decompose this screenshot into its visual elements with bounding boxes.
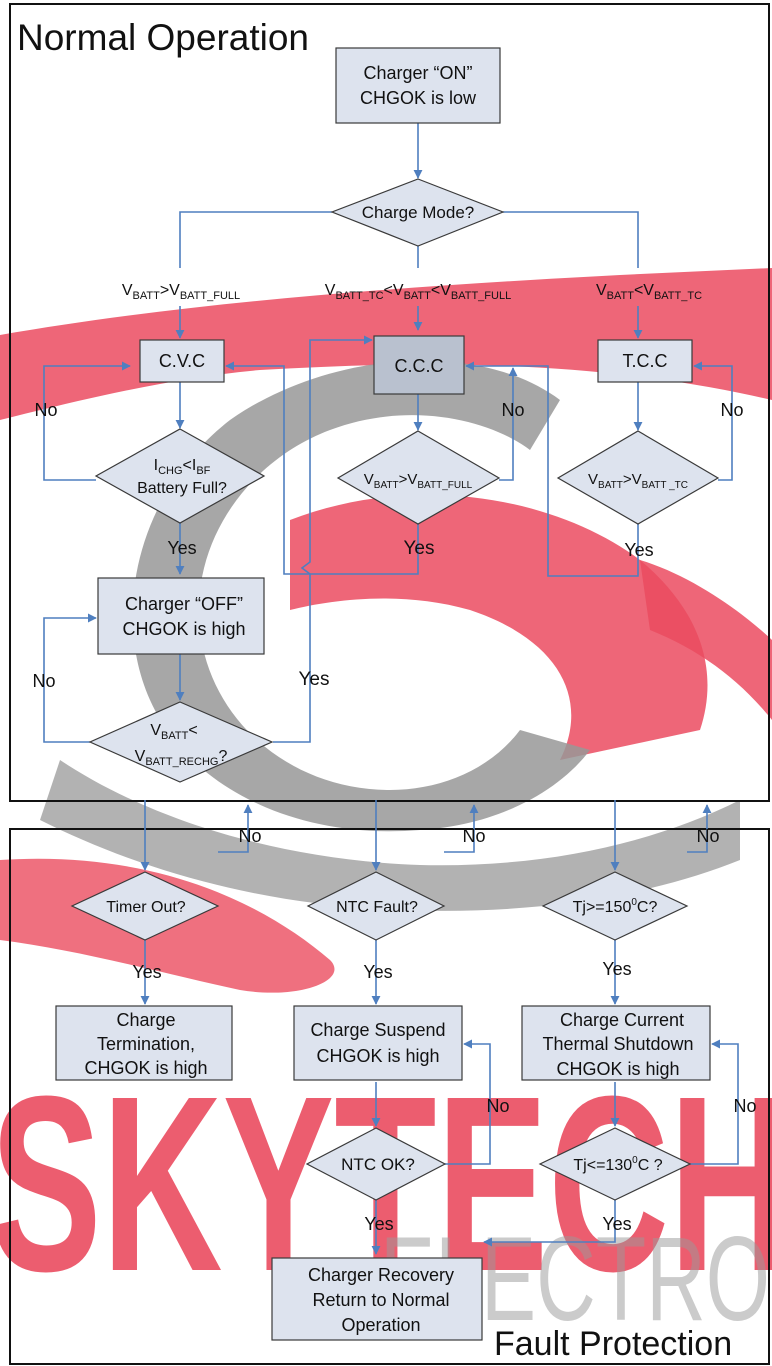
label-no-cvc: No: [34, 400, 57, 420]
label-yes-ntc-ok: Yes: [364, 1214, 393, 1234]
charger-recovery-line1: Charger Recovery: [308, 1265, 454, 1285]
node-charger-on: Charger “ON” CHGOK is low: [335, 47, 501, 124]
charger-recovery-line3: Operation: [341, 1315, 420, 1335]
node-charge-termination: Charge Termination, CHGOK is high: [55, 1005, 233, 1081]
cond-ccc: VBATT_TC<VBATT<VBATT_FULL: [325, 282, 511, 302]
fault-protection-title: Fault Protection: [494, 1325, 732, 1363]
label-yes-tj-high: Yes: [602, 959, 631, 979]
label-no-ntc-ok: No: [486, 1096, 509, 1116]
watermark-red-swoosh-right: [640, 560, 772, 720]
ntc-fault-text: NTC Fault?: [336, 899, 418, 916]
label-yes-timer: Yes: [132, 962, 161, 982]
label-no-recharge: No: [32, 671, 55, 691]
vbatt-tc-check-text: VBATT>VBATT _TC: [588, 471, 688, 491]
battery-full-line2: Battery Full?: [137, 480, 227, 497]
charge-termination-line2: Termination,: [97, 1034, 195, 1054]
connectors-normal: [43, 123, 733, 743]
node-tcc: T.C.C: [597, 339, 693, 383]
node-cvc: C.V.C: [139, 339, 225, 383]
vbatt-rechg-line2: VBATT_RECHG?: [135, 748, 228, 768]
node-charge-mode: Charge Mode?: [330, 178, 505, 247]
charge-termination-line3: CHGOK is high: [84, 1058, 207, 1078]
charger-off-line1: Charger “OFF”: [125, 594, 243, 614]
ntc-ok-text: NTC OK?: [341, 1155, 415, 1174]
battery-full-line1: ICHG<IBF: [154, 457, 211, 477]
normal-operation-frame: [9, 3, 770, 802]
node-ntc-ok: NTC OK?: [305, 1127, 447, 1201]
node-vbatt-rechg: VBATT< VBATT_RECHG?: [88, 701, 274, 783]
node-ntc-fault: NTC Fault?: [306, 871, 446, 941]
timer-out-text: Timer Out?: [106, 899, 186, 916]
label-no-tcc: No: [720, 400, 743, 420]
label-no-ccc: No: [501, 400, 524, 420]
charge-mode-text: Charge Mode?: [362, 203, 474, 222]
vbatt-rechg-line1: VBATT<: [150, 722, 197, 742]
node-tj-high: Tj>=1500C?: [541, 871, 689, 941]
charger-on-line2: CHGOK is low: [360, 88, 477, 108]
tcc-text: T.C.C: [623, 351, 668, 371]
vbatt-full-check-text: VBATT>VBATT_FULL: [364, 471, 473, 491]
charger-off-line2: CHGOK is high: [122, 619, 245, 639]
node-charge-suspend: Charge Suspend CHGOK is high: [293, 1005, 463, 1081]
charger-on-line1: Charger “ON”: [363, 63, 472, 83]
label-yes-recharge: Yes: [299, 669, 330, 690]
tj-low-text: Tj<=1300C ?: [573, 1155, 662, 1174]
watermark-red-swoosh-mid: [290, 494, 708, 760]
node-charger-recovery: Charger Recovery Return to Normal Operat…: [271, 1257, 483, 1341]
node-vbatt-tc-check: VBATT>VBATT _TC: [556, 430, 720, 525]
connectors-fault: [140, 800, 739, 1255]
node-charger-off: Charger “OFF” CHGOK is high: [97, 577, 265, 655]
charge-suspend-line2: CHGOK is high: [316, 1046, 439, 1066]
node-timer-out: Timer Out?: [70, 871, 220, 941]
thermal-shutdown-line3: CHGOK is high: [556, 1059, 679, 1079]
label-no-timer: No: [238, 826, 261, 846]
node-thermal-shutdown: Charge Current Thermal Shutdown CHGOK is…: [521, 1005, 711, 1081]
normal-operation-title: Normal Operation: [17, 17, 309, 58]
label-yes-battery-full: Yes: [167, 538, 196, 558]
label-no-ntc-fault: No: [462, 826, 485, 846]
node-battery-full: ICHG<IBF Battery Full?: [94, 428, 266, 524]
ccc-text: C.C.C: [395, 356, 444, 376]
tj-high-text: Tj>=1500C?: [573, 897, 658, 916]
charge-suspend-line1: Charge Suspend: [310, 1020, 445, 1040]
node-vbatt-full-check: VBATT>VBATT_FULL: [336, 430, 501, 525]
cvc-text: C.V.C: [159, 351, 205, 371]
label-no-tj-low: No: [733, 1096, 756, 1116]
cond-cvc: VBATT>VBATT_FULL: [122, 282, 240, 302]
fault-protection-frame: [9, 828, 770, 1365]
label-no-tj-high: No: [696, 826, 719, 846]
charge-termination-line1: Charge: [116, 1010, 175, 1030]
cond-tcc: VBATT<VBATT_TC: [596, 282, 702, 302]
label-yes-ccc: Yes: [404, 538, 435, 559]
thermal-shutdown-line1: Charge Current: [560, 1010, 684, 1030]
charger-recovery-line2: Return to Normal: [312, 1290, 449, 1310]
watermark-gray-band-low: [40, 760, 740, 911]
node-tj-low: Tj<=1300C ?: [538, 1127, 692, 1201]
thermal-shutdown-line2: Thermal Shutdown: [542, 1034, 693, 1054]
node-ccc: C.C.C: [373, 335, 465, 395]
label-yes-tcc: Yes: [624, 540, 653, 560]
label-yes-tj-low: Yes: [602, 1214, 631, 1234]
label-yes-ntc-fault: Yes: [363, 962, 392, 982]
